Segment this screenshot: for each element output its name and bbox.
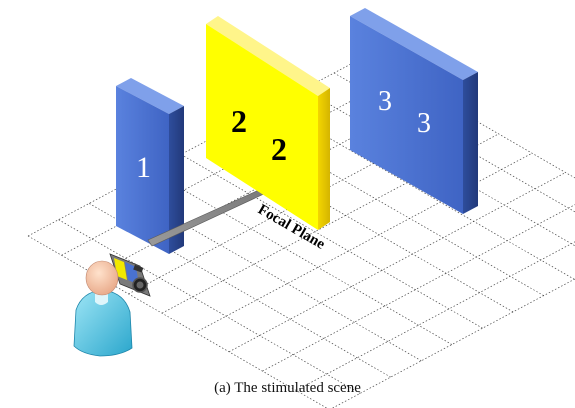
- panel-2-side: [318, 88, 330, 230]
- panel-1-side: [169, 106, 184, 254]
- grid-line: [228, 172, 566, 353]
- panel-1-front: [116, 86, 169, 254]
- panel-3: 3 3: [350, 8, 478, 214]
- panel-1-top: [116, 78, 184, 114]
- panel-2-front: [206, 24, 318, 230]
- panel-3-front: [350, 16, 463, 214]
- grid-line: [128, 114, 466, 295]
- camera-icon: [109, 253, 151, 297]
- grid-line: [262, 204, 575, 372]
- grid-line: [331, 278, 575, 408]
- grid-line: [27, 56, 365, 237]
- panel-2-label-b: 2: [271, 131, 287, 167]
- panel-3-top: [350, 8, 478, 80]
- figure-caption: (a) The stimulated scene: [214, 380, 361, 396]
- panel-1: 1: [116, 78, 184, 254]
- grid-line: [195, 152, 533, 333]
- panel-1-label: 1: [136, 151, 151, 184]
- panel-2-focal-plane: 2 2: [206, 16, 330, 230]
- panel-2-top: [206, 16, 330, 96]
- panel-3-label-a: 3: [378, 86, 392, 117]
- panel-3-label-b: 3: [417, 108, 431, 139]
- grid-line: [295, 241, 575, 391]
- panel-2-label-a: 2: [231, 103, 247, 139]
- viewer-person-icon: [73, 260, 133, 357]
- grid-line: [161, 133, 499, 314]
- panel-3-side: [463, 72, 478, 214]
